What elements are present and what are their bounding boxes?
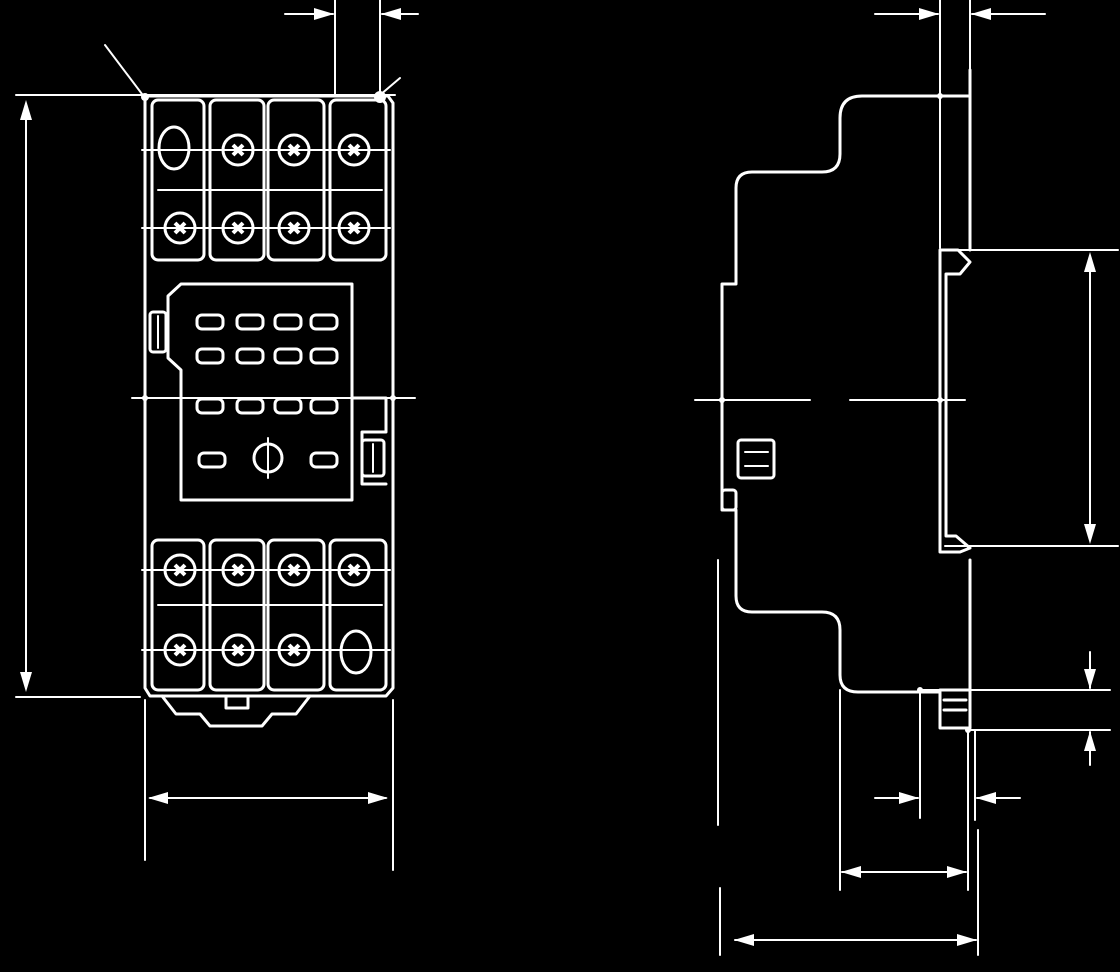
side-dimension-lines [734,8,1096,946]
side-profile [719,68,972,733]
mounting-hole-icon [339,629,373,675]
socket-body [143,94,395,728]
front-dots [141,91,396,401]
mounting-hole-icon [157,125,191,171]
front-dimension-lines [20,8,419,804]
pin-slots [195,313,339,479]
side-view [694,0,1119,956]
front-view [15,0,419,871]
front-extension-lines [15,0,416,871]
side-extension-lines [694,0,1119,956]
terminal-cells [141,98,391,692]
